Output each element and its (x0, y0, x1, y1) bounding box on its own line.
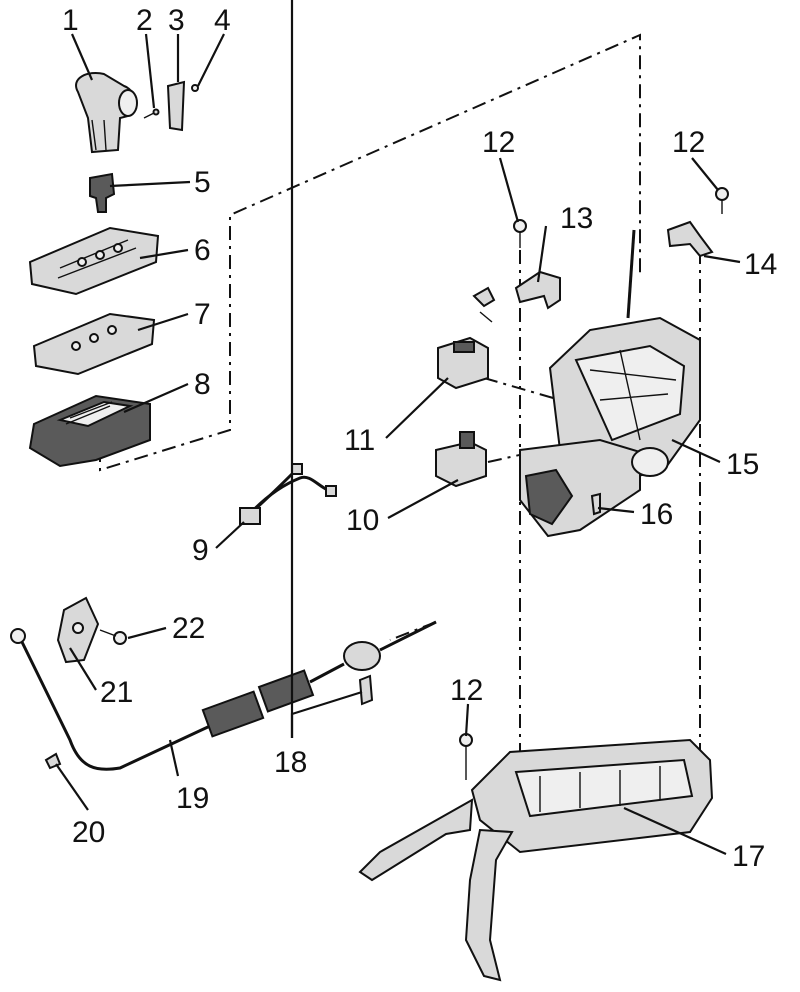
callout-6: 6 (194, 234, 211, 267)
clip-part (358, 674, 374, 706)
cable-bracket-part (56, 596, 100, 664)
callout-18: 18 (274, 746, 307, 779)
callout-5: 5 (194, 166, 211, 199)
callout-20: 20 (72, 816, 105, 849)
callout-17: 17 (732, 840, 765, 873)
callout-11: 11 (344, 424, 375, 457)
bracket-part (514, 270, 561, 310)
shift-knob-part (75, 72, 138, 154)
callout-4: 4 (214, 4, 231, 37)
callout-19: 19 (176, 782, 209, 815)
shifter-mechanism-part (519, 229, 701, 538)
callout-3: 3 (168, 4, 185, 37)
bolt-part (459, 733, 473, 780)
callout-2: 2 (136, 4, 153, 37)
leader-lines (55, 0, 741, 856)
bolt-part (99, 629, 127, 645)
callout-12: 12 (672, 126, 705, 159)
clip-part (166, 80, 186, 132)
callout-8: 8 (194, 368, 211, 401)
pin-part (143, 108, 160, 119)
callout-12: 12 (482, 126, 515, 159)
wiring-harness-part (239, 463, 337, 525)
console-housing-part (28, 394, 151, 468)
button-insert-part (89, 172, 116, 213)
callout-13: 13 (560, 202, 593, 235)
bracket-part (666, 220, 714, 258)
callout-15: 15 (726, 448, 759, 481)
solenoid-part (437, 336, 489, 390)
trim-bezel-part (28, 226, 160, 296)
screw-part (191, 84, 199, 92)
switch-part (435, 431, 487, 488)
indicator-plate-part (32, 312, 156, 376)
clip-part (590, 492, 601, 516)
callout-10: 10 (346, 504, 379, 537)
callout-14: 14 (744, 248, 777, 281)
callout-21: 21 (100, 676, 133, 709)
callout-9: 9 (192, 534, 209, 567)
callout-16: 16 (640, 498, 673, 531)
callout-22: 22 (172, 612, 205, 645)
callout-12: 12 (450, 674, 483, 707)
callout-1: 1 (62, 4, 79, 37)
bolt-part (513, 219, 527, 248)
callout-7: 7 (194, 298, 211, 331)
base-bracket-part (358, 738, 714, 982)
callout-labels: 1 2 3 4 5 6 7 8 9 10 11 12 12 12 13 14 1… (62, 4, 777, 873)
small-clip-part (472, 286, 496, 323)
bolt-part (715, 187, 729, 214)
cable-assembly-part (10, 620, 437, 771)
